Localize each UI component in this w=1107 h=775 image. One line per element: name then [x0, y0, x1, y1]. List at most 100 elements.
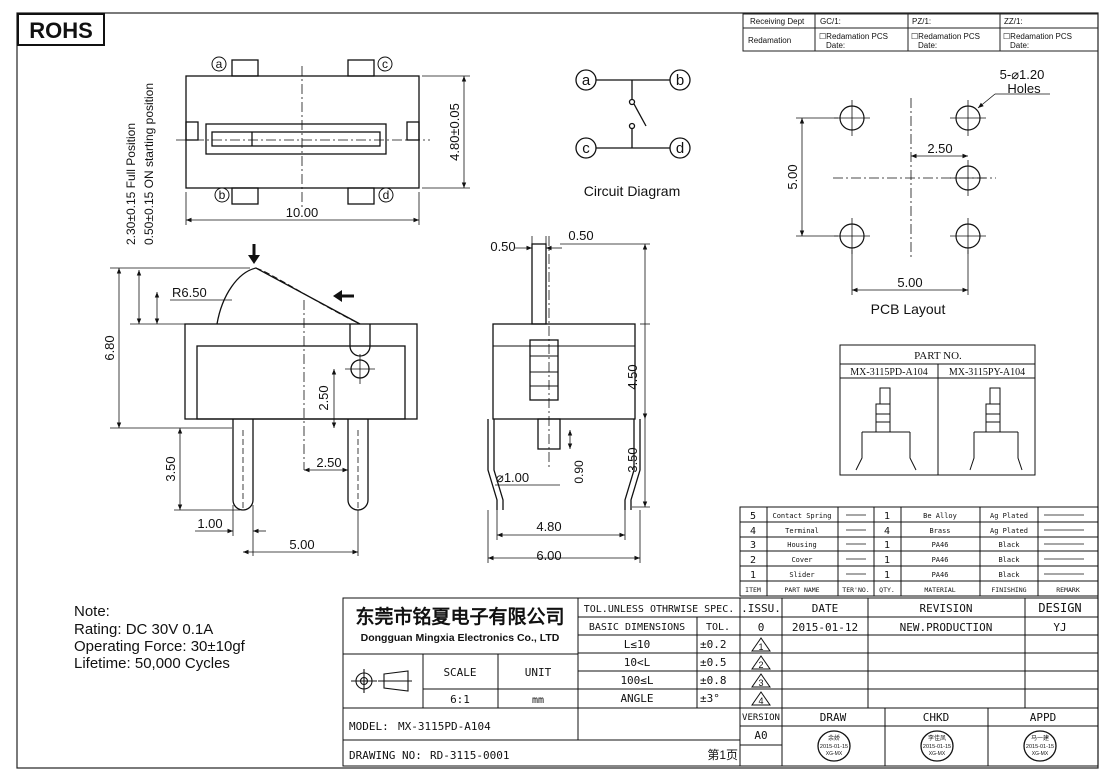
- bom-header-qty: QTY.: [879, 586, 895, 594]
- tol-range: ANGLE: [620, 692, 653, 705]
- end-left-dim: 0.50: [490, 239, 515, 254]
- revision-mark-1: 1: [758, 642, 763, 652]
- end-body-height-dim: 4.50: [625, 364, 640, 389]
- draw-label: DRAW: [820, 711, 847, 724]
- redamation-label: Redamation: [748, 36, 791, 45]
- rev-text: NEW.PRODUCTION: [900, 621, 993, 634]
- tol-title: TOL.UNLESS OTHRWISE SPEC.: [584, 604, 735, 615]
- bom-part-name: Slider: [789, 571, 814, 579]
- date-label: DATE: [812, 602, 839, 615]
- scale-value: 6:1: [450, 693, 470, 706]
- approval-redamation-2: ☐Redamation PCS: [911, 32, 980, 41]
- notes-rating: Rating: DC 30V 0.1A: [74, 621, 213, 638]
- approval-date-2: Date:: [918, 41, 937, 50]
- bom-qty: 1: [884, 570, 890, 581]
- svg-text:XG-MX: XG-MX: [929, 751, 946, 757]
- rev-designer: YJ: [1053, 621, 1066, 634]
- svg-text:余娇: 余娇: [828, 734, 840, 742]
- projection-symbol-icon: [351, 669, 412, 693]
- pcb-layout: [796, 93, 1050, 295]
- pin-d-label: d: [383, 188, 390, 202]
- unit-label: UNIT: [525, 666, 552, 679]
- tol-range: 10<L: [624, 656, 651, 669]
- draw-stamp: 余娇 2015-01-15 XG-MX: [817, 730, 851, 762]
- appd-label: APPD: [1030, 711, 1057, 724]
- bom-qty: 4: [884, 526, 890, 537]
- bom-finishing: Black: [998, 541, 1020, 549]
- sheet-border: [16, 12, 1099, 769]
- pin-length-dim: 3.50: [163, 456, 178, 481]
- approval-code-gc: GC/1:: [820, 17, 841, 26]
- bom-finishing: Black: [998, 556, 1020, 564]
- end-pin-length-dim: 3.50: [625, 447, 640, 472]
- revision-label: REVISION: [920, 602, 973, 615]
- approval-redamation-3: ☐Redamation PCS: [1003, 32, 1072, 41]
- bom-item: 2: [750, 555, 756, 566]
- bom-part-name: Terminal: [785, 527, 819, 535]
- drawing-no-value: RD-3115-0001: [430, 749, 509, 762]
- top-height-dim: 4.80±0.05: [447, 103, 462, 161]
- top-width-dim: 10.00: [286, 205, 319, 220]
- revision-mark-3: 3: [758, 678, 763, 688]
- approval-table: [742, 13, 1099, 52]
- approval-date-3: Date:: [1010, 41, 1029, 50]
- pcb-width-dim: 5.00: [897, 275, 922, 290]
- tol-value: ±3°: [700, 692, 720, 705]
- version-value: A0: [754, 729, 767, 742]
- bom-qty: 1: [884, 511, 890, 522]
- tol-label: TOL.: [706, 622, 730, 633]
- issu-label: .ISSU.: [741, 602, 781, 615]
- part-no-variant-2: MX-3115PY-A104: [949, 367, 1025, 378]
- bom-header-part-name: PART NAME: [784, 586, 819, 594]
- svg-text:马一建: 马一建: [1031, 734, 1049, 742]
- rohs-label: ROHS: [29, 18, 93, 43]
- bom-item: 1: [750, 570, 756, 581]
- hole-dim: ⌀1.00: [496, 470, 529, 485]
- pin-width-dim: 1.00: [197, 516, 222, 531]
- part-no-variant-1: MX-3115PD-A104: [850, 367, 927, 378]
- model-label: MODEL:: [349, 720, 389, 733]
- bom-part-name: Contact Spring: [772, 512, 831, 520]
- page-number: 第1页: [707, 748, 738, 762]
- svg-text:XG-MX: XG-MX: [1032, 751, 1049, 757]
- circuit-diagram: [575, 69, 691, 159]
- bom-finishing: Ag Plated: [990, 512, 1028, 520]
- full-position-dim: 2.30±0.15 Full Position: [124, 123, 138, 245]
- scale-label: SCALE: [443, 666, 476, 679]
- bom-table: [739, 506, 1099, 597]
- end-right-dim: 0.50: [568, 228, 593, 243]
- design-label: DESIGN: [1038, 601, 1081, 615]
- pcb-holes-count: 5-⌀1.20: [1000, 67, 1045, 82]
- company-name-cn: 东莞市铭夏电子有限公司: [355, 605, 564, 628]
- bom-part-name: Housing: [787, 541, 817, 549]
- bom-header-ter-no: TER'NO.: [842, 586, 869, 594]
- bom-material: PA46: [932, 571, 949, 579]
- bom-finishing: Ag Plated: [990, 527, 1028, 535]
- bom-qty: 1: [884, 540, 890, 551]
- bom-item: 4: [750, 526, 756, 537]
- circuit-title: Circuit Diagram: [584, 183, 680, 199]
- version-label: VERSION: [742, 713, 780, 723]
- bom-item: 3: [750, 540, 756, 551]
- svg-text:2015-01-15: 2015-01-15: [1026, 744, 1054, 750]
- top-view-pin-labels: a c b d: [211, 56, 394, 203]
- revision-mark-2: 2: [758, 660, 763, 670]
- pin-spacing-dim: 2.50: [316, 455, 341, 470]
- bom-qty: 1: [884, 555, 890, 566]
- notes-force: Operating Force: 30±10gf: [74, 638, 246, 655]
- chkd-label: CHKD: [923, 711, 950, 724]
- pin-a-label: a: [216, 57, 223, 71]
- bom-header-material: MATERIAL: [924, 586, 955, 594]
- bom-item: 5: [750, 511, 756, 522]
- rev-date: 2015-01-12: [792, 621, 858, 634]
- end-view: [487, 236, 650, 563]
- model-value: MX-3115PD-A104: [398, 720, 491, 733]
- bom-header-item: ITEM: [745, 586, 761, 594]
- tol-range: L≤10: [624, 638, 651, 651]
- circuit-node-b: b: [676, 72, 684, 89]
- bom-material: Be Alloy: [923, 512, 957, 520]
- revision-marks: [751, 637, 771, 706]
- part-no-table: [839, 344, 1036, 476]
- unit-value: mm: [532, 695, 544, 706]
- total-height-dim: 6.80: [102, 335, 117, 360]
